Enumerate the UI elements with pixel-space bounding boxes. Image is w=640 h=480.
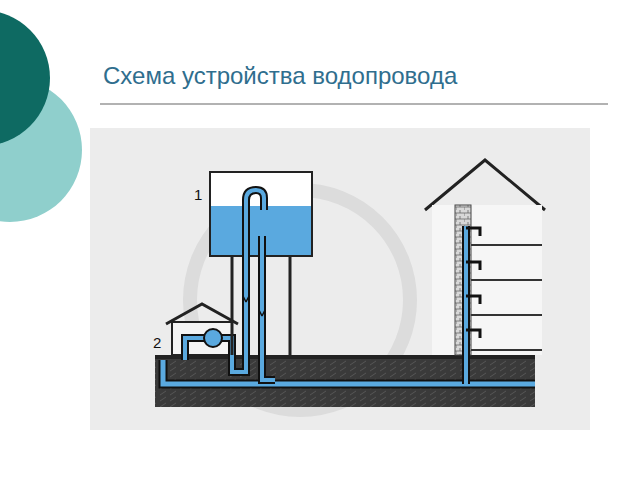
taps <box>466 228 480 338</box>
callout-number: 1 <box>194 186 202 203</box>
building <box>432 205 542 355</box>
riser-outline <box>462 226 470 384</box>
building-roof <box>425 160 545 210</box>
ground <box>155 355 535 407</box>
main-pipe-outline <box>163 360 535 384</box>
pump-pipe-outline <box>185 258 246 372</box>
riser <box>464 226 468 384</box>
outlet-pipe <box>262 236 275 380</box>
slide-title: Схема устройства водопровода <box>103 62 457 90</box>
main-pipe <box>163 360 535 384</box>
flow-arrow <box>259 310 265 316</box>
flow-arrow <box>243 296 249 302</box>
callout-number: 2 <box>153 334 161 351</box>
pump <box>204 329 222 347</box>
pump-house-roof <box>166 304 238 324</box>
title-rule <box>100 103 608 105</box>
picture-ground <box>90 128 590 430</box>
decor-circle <box>0 10 50 146</box>
floor-lines <box>471 245 542 350</box>
tower-leg <box>231 256 234 355</box>
tower-leg <box>289 256 292 355</box>
pump-pipe <box>185 258 246 372</box>
outlet-pipe-outline <box>262 236 275 380</box>
